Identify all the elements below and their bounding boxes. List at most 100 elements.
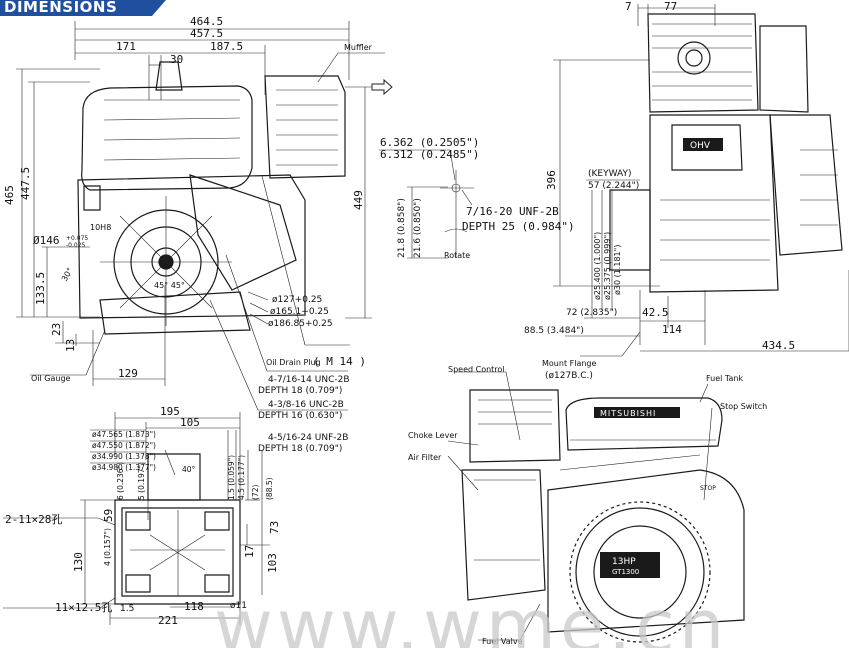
dim-187-5: 187.5 bbox=[210, 40, 243, 53]
base-small-2: ø11 bbox=[230, 601, 247, 611]
shaft-thread: 7/16-20 UNF-2B bbox=[466, 205, 559, 218]
base-d1: ø47.565 (1.873") bbox=[92, 430, 156, 439]
ohv-badge bbox=[683, 138, 723, 151]
base-v1: 6 (0.236") bbox=[116, 462, 125, 500]
thread-2-depth: DEPTH 16 (0.630") bbox=[258, 411, 342, 421]
product-brand-badge bbox=[594, 407, 680, 418]
thread-2: 4-3/8-16 UNC-2B bbox=[268, 400, 344, 410]
shaft-h1: 21.8 (0.858") bbox=[397, 198, 407, 258]
dim-447-5: 447.5 bbox=[19, 167, 32, 200]
dim-73: 73 bbox=[268, 521, 281, 534]
dim-59: 59 bbox=[102, 509, 115, 522]
label-fuel-tank: Fuel Tank bbox=[706, 374, 743, 383]
label-muffler: Muffler bbox=[344, 43, 373, 52]
thread-1-depth: DEPTH 18 (0.709") bbox=[258, 386, 342, 396]
base-v2: 5 (0.197") bbox=[137, 462, 146, 500]
holes-label-1: 2-11×28孔 bbox=[5, 513, 62, 526]
dim-434-5: 434.5 bbox=[762, 339, 795, 352]
shaft-d2: 6.312 (0.2485") bbox=[380, 148, 479, 161]
product-outline bbox=[461, 389, 745, 643]
dim-103: 103 bbox=[266, 553, 279, 573]
callout-angle-45: 45° 45° bbox=[154, 281, 185, 290]
label-speed-control: Speed Control bbox=[448, 365, 505, 374]
label-air-filter: Air Filter bbox=[408, 453, 442, 462]
base-v3: 1.5 (0.059") bbox=[227, 455, 236, 500]
mount-flange-dim: (ø127B.C.) bbox=[545, 371, 593, 381]
shaft-dia-3: ø30 (1.181") bbox=[613, 245, 622, 295]
shaft-depth: DEPTH 25 (0.984") bbox=[462, 220, 575, 233]
label-oil-gauge: Oil Gauge bbox=[31, 374, 71, 383]
callout-angle-30: 30° bbox=[60, 266, 75, 283]
view-arrow-icon bbox=[371, 78, 393, 96]
shaft-d1: 6.362 (0.2505") bbox=[380, 136, 479, 149]
label-m14: ( M 14 ) bbox=[313, 355, 366, 368]
dim-396: 396 bbox=[545, 170, 558, 190]
callout-bore-tol-2: -0.025 bbox=[66, 242, 86, 249]
label-mount-flange: Mount Flange bbox=[542, 359, 596, 368]
base-small-1: 1.5 bbox=[120, 604, 134, 614]
dim-133-5: 133.5 bbox=[34, 272, 47, 305]
product-model-badge bbox=[600, 552, 660, 578]
callout-d165: ø165.1+0.25 bbox=[270, 307, 329, 317]
shaft-dia-1: ø25.400 (1.000") bbox=[593, 232, 602, 300]
front-view: 464.5 457.5 171 187.5 30 465 447.5 449 1… bbox=[3, 15, 385, 454]
base-d3: ø34.990 (1.378") bbox=[92, 452, 156, 461]
base-d2: ø47.550 (1.872") bbox=[92, 441, 156, 450]
label-oil-drain-plug: Oil Drain Plug bbox=[266, 358, 321, 367]
base-angle: 40° bbox=[182, 465, 196, 474]
callout-10h8: 10H8 bbox=[90, 223, 111, 232]
dim-221: 221 bbox=[158, 614, 178, 627]
engine-side-outline bbox=[609, 13, 843, 293]
product-hp: 13HP bbox=[612, 557, 636, 567]
base-v4: 4.5 (0.177") bbox=[237, 455, 246, 500]
base-outline bbox=[114, 453, 241, 605]
dim-105: 105 bbox=[180, 416, 200, 429]
base-v7: 4 (0.157") bbox=[103, 528, 112, 566]
callout-bore: Ø146 bbox=[33, 234, 60, 247]
base-v6: (88.5) bbox=[265, 477, 274, 500]
dim-17: 17 bbox=[243, 545, 256, 558]
dim-457-5: 457.5 bbox=[190, 27, 223, 40]
dim-195: 195 bbox=[160, 405, 180, 418]
dim-129: 129 bbox=[118, 367, 138, 380]
dim-130: 130 bbox=[72, 552, 85, 572]
callout-d127: ø127+0.25 bbox=[272, 295, 322, 305]
ohv-badge-label: OHV bbox=[690, 141, 711, 151]
callout-d186: ø186.85+0.25 bbox=[268, 319, 333, 329]
label-fuel-valve: Fuel Valve bbox=[482, 637, 523, 646]
callout-bore-tol-1: +0.075 bbox=[66, 235, 88, 242]
product-stop: STOP bbox=[700, 485, 716, 492]
dim-13: 13 bbox=[64, 339, 77, 352]
header-title: DIMENSIONS bbox=[4, 0, 118, 16]
shaft-h2: 21.6 (0.850") bbox=[413, 198, 423, 258]
product-view: MITSUBISHI 13HP GT1300 STOP Speed Contro… bbox=[408, 365, 767, 646]
dim-72: 72 (2.835") bbox=[566, 308, 617, 318]
product-brand: MITSUBISHI bbox=[600, 409, 656, 418]
keyway-dim: 57 (2.244") bbox=[588, 181, 639, 191]
holes-label-2: 11×12.5孔 bbox=[55, 601, 112, 614]
thread-1: 4-7/16-14 UNC-2B bbox=[268, 375, 350, 385]
thread-3: 4-5/16-24 UNF-2B bbox=[268, 433, 348, 443]
dim-118: 118 bbox=[184, 600, 204, 613]
dim-23: 23 bbox=[50, 323, 63, 336]
shaft-detail: 6.362 (0.2505") 6.312 (0.2485") 7/16-20 … bbox=[379, 136, 575, 260]
dim-114: 114 bbox=[662, 323, 682, 336]
shaft-dia-2: ø25.375 (0.999") bbox=[603, 232, 612, 300]
base-view: 195 105 130 221 118 59 73 17 103 ø47.565… bbox=[3, 405, 281, 627]
dim-88-5: 88.5 (3.484") bbox=[524, 326, 584, 336]
dim-171: 171 bbox=[116, 40, 136, 53]
watermark: www.wme.cn bbox=[214, 584, 729, 648]
dim-464-5: 464.5 bbox=[190, 15, 223, 28]
dim-42-5: 42.5 bbox=[642, 306, 669, 319]
keyway-label: (KEYWAY) bbox=[588, 169, 631, 179]
label-choke-lever: Choke Lever bbox=[408, 431, 458, 440]
thread-3-depth: DEPTH 18 (0.709") bbox=[258, 444, 342, 454]
header-banner: DIMENSIONS bbox=[0, 0, 166, 16]
dim-7: 7 bbox=[625, 0, 632, 13]
dim-449: 449 bbox=[352, 190, 365, 210]
dim-77: 77 bbox=[664, 0, 677, 13]
engine-front-outline bbox=[77, 61, 346, 335]
label-rotate: Rotate bbox=[444, 251, 470, 260]
